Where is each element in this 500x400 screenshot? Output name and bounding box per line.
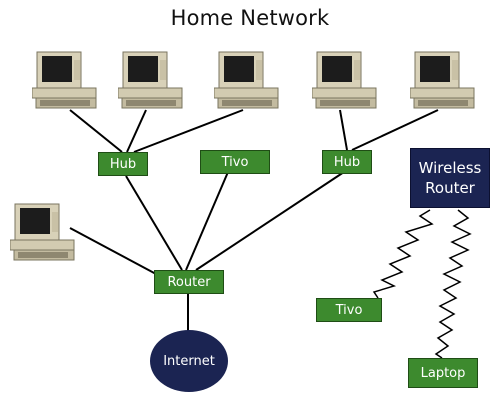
wire-pc5-hubr — [351, 109, 439, 151]
computer-icon — [10, 203, 75, 261]
computer-icon — [214, 51, 279, 109]
wireless-router-node: Wireless Router — [410, 148, 490, 208]
wireless-router-label-line2: Router — [425, 179, 475, 197]
wire-pc2-hub — [126, 109, 147, 153]
wire-pc4-hubr — [339, 109, 348, 151]
wire-hubr-router — [195, 171, 345, 271]
wire-pc6-router — [69, 227, 157, 275]
wire-tivo-router — [185, 171, 229, 271]
laptop-node: Laptop — [408, 358, 478, 388]
wireless-router-label-line1: Wireless — [418, 159, 482, 177]
internet-node: Internet — [150, 330, 228, 392]
tivo-wired-node: Tivo — [200, 150, 270, 174]
wire-pc1-hub — [69, 109, 123, 153]
computer-icon — [410, 51, 475, 109]
hub-right-node: Hub — [322, 150, 372, 174]
hub-left-node: Hub — [98, 152, 148, 176]
tivo-wireless-node: Tivo — [316, 298, 382, 322]
wireless-link-tivo — [372, 209, 434, 299]
router-node: Router — [154, 270, 224, 294]
page-title: Home Network — [170, 6, 330, 30]
wire-pc3-hub — [133, 109, 244, 153]
computer-icon — [118, 51, 183, 109]
wireless-link-laptop — [434, 209, 472, 359]
wire-hub-router — [125, 175, 183, 271]
computer-icon — [32, 51, 97, 109]
computer-icon — [312, 51, 377, 109]
